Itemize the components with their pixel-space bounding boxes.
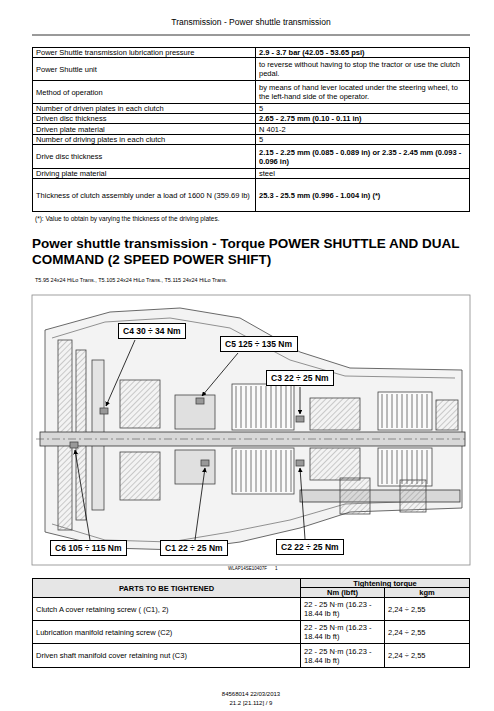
- torque-callout: C4 30 ÷ 34 Nm: [118, 323, 186, 339]
- label-text: steel: [259, 169, 275, 178]
- torque-callout: C3 22 ÷ 25 Nm: [266, 370, 334, 386]
- spec-name-cell: Power Shuttle unit: [32, 57, 256, 81]
- label-text: Driving plate material: [36, 169, 106, 178]
- label-text: to reverse without having to stop the tr…: [259, 60, 466, 78]
- torque-cell: 22 - 25 N·m (16.23 - 18.44 lb ft): [300, 597, 385, 621]
- label-text: by means of hand lever located under the…: [259, 83, 466, 101]
- torque-callout: C6 105 ÷ 115 Nm: [50, 540, 127, 556]
- label-text: Number of driven plates in each clutch: [36, 104, 164, 113]
- label-text: 84568014 22/03/2013: [222, 691, 280, 698]
- label-text: Driven plate material: [36, 125, 105, 134]
- label-text: 22 - 25 N·m (16.23 - 18.44 lb ft): [304, 600, 381, 618]
- model-list: T5.95 24x24 HiLo Trans., T5.105 24x24 Hi…: [32, 274, 470, 286]
- spec-value-cell: 2.15 - 2.25 mm (0.085 - 0.089 in) or 2.3…: [255, 144, 470, 169]
- footer-doc-code: 84568014 22/03/2013: [32, 690, 470, 699]
- callout-text: C4 30 ÷ 34 Nm: [123, 326, 181, 336]
- label-text: 2,24 ÷ 2,55: [388, 651, 425, 660]
- table-note: (*): Value to obtain by varying the thic…: [32, 213, 470, 225]
- label-text: Power Shuttle unit: [36, 65, 97, 74]
- spec-value-cell: by means of hand lever located under the…: [255, 80, 470, 104]
- label-text: 1: [275, 566, 278, 571]
- label-text: PARTS TO BE TIGHTENED: [119, 584, 214, 593]
- footer-page-ref: 21.2 [21.112] / 9: [32, 699, 470, 708]
- spec-value-cell: to reverse without having to stop the tr…: [255, 57, 470, 81]
- label-text: Method of operation: [36, 88, 103, 97]
- spec-value-cell: 25.3 - 25.5 mm (0.996 - 1.004 in) (*): [255, 178, 470, 212]
- spec-name-cell: Method of operation: [32, 80, 256, 104]
- kgm-cell: 2,24 ÷ 2,55: [384, 643, 470, 668]
- label-text: Power Shuttle transmission lubrication p…: [36, 48, 194, 57]
- torque-callout: C5 125 ÷ 135 Nm: [220, 336, 298, 352]
- label-text: 22 - 25 N·m (16.23 - 18.44 lb ft): [304, 647, 381, 665]
- label-text: Nm (lbft): [327, 588, 358, 597]
- label-text: 5: [259, 104, 263, 113]
- label-text: 2.65 - 2.75 mm (0.10 - 0.11 in): [259, 114, 362, 123]
- page-header: Transmission - Power shuttle transmissio…: [32, 14, 470, 30]
- label-text: N 401-2: [259, 125, 286, 134]
- label-text: Number of driving plates in each clutch: [36, 135, 165, 144]
- part-cell: Clutch A cover retaining screw ( (C1), 2…: [32, 597, 301, 621]
- label-text: Driven shaft manifold cover retaining nu…: [36, 651, 187, 660]
- label-text: 22 - 25 N·m (16.23 - 18.44 lb ft): [304, 623, 381, 641]
- callout-text: C6 105 ÷ 115 Nm: [55, 543, 122, 553]
- spec-name-cell: Thickness of clutch assembly under a loa…: [32, 178, 256, 212]
- figure-code: WLAP14SE10407F: [200, 564, 270, 573]
- label-text: 5: [259, 135, 263, 144]
- label-text: 2,24 ÷ 2,55: [388, 628, 425, 637]
- label-text: WLAP14SE10407F: [228, 566, 267, 571]
- label-text: 2.9 - 3.7 bar (42.05 - 53.65 psi): [259, 48, 364, 57]
- header-rule: [32, 35, 470, 36]
- callout-text: C2 22 ÷ 25 Nm: [281, 542, 339, 552]
- label-text: 25.3 - 25.5 mm (0.996 - 1.004 in) (*): [259, 191, 380, 200]
- label-text: (*): Value to obtain by varying the thic…: [35, 215, 220, 223]
- kgm-cell: 2,24 ÷ 2,55: [384, 620, 470, 644]
- label-text: Clutch A cover retaining screw ( (C1), 2…: [36, 605, 169, 614]
- label-text: 2.15 - 2.25 mm (0.085 - 0.089 in) or 2.3…: [259, 148, 466, 166]
- label-text: kgm: [419, 588, 434, 597]
- clutch-plates: [236, 386, 427, 492]
- label-text: 2,24 ÷ 2,55: [388, 605, 425, 614]
- callout-text: C5 125 ÷ 135 Nm: [225, 339, 292, 349]
- torque-callout: C2 22 ÷ 25 Nm: [276, 539, 344, 555]
- label-text: Lubrication manifold retaining screw (C2…: [36, 628, 172, 637]
- torque-callout: C1 22 ÷ 25 Nm: [160, 540, 228, 556]
- figure-number: 1: [272, 564, 292, 573]
- torque-cell: 22 - 25 N·m (16.23 - 18.44 lb ft): [300, 620, 385, 644]
- figure-frame: [32, 295, 470, 565]
- label-text: Driven disc thickness: [36, 114, 106, 123]
- part-cell: Lubrication manifold retaining screw (C2…: [32, 620, 301, 644]
- label-text: 21.2 [21.112] / 9: [230, 700, 273, 707]
- torque-cell: 22 - 25 N·m (16.23 - 18.44 lb ft): [300, 643, 385, 668]
- kgm-cell: 2,24 ÷ 2,55: [384, 597, 470, 621]
- label-text: T5.95 24x24 HiLo Trans., T5.105 24x24 Hi…: [35, 277, 227, 284]
- transmission-section: [36, 308, 468, 550]
- label-text: Drive disc thickness: [36, 152, 102, 161]
- callout-text: C3 22 ÷ 25 Nm: [271, 373, 329, 383]
- part-cell: Driven shaft manifold cover retaining nu…: [32, 643, 301, 668]
- label-text: Thickness of clutch assembly under a loa…: [36, 191, 250, 200]
- section-title: Power shuttle transmission - Torque POWE…: [32, 236, 472, 268]
- callout-text: C1 22 ÷ 25 Nm: [165, 543, 223, 553]
- table-header: PARTS TO BE TIGHTENED: [32, 578, 301, 598]
- spec-name-cell: Drive disc thickness: [32, 144, 256, 169]
- label-text: Transmission - Power shuttle transmissio…: [171, 17, 330, 27]
